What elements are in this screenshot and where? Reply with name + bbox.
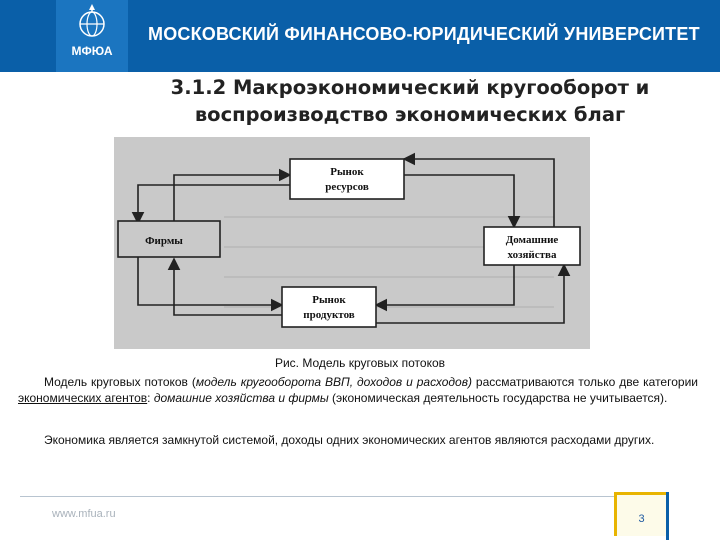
slide-title-line2: воспроизводство экономических благ [194,103,626,126]
product-market-label-1: Рынок [312,294,346,306]
resource-market-box [289,158,405,200]
resource-market-label-2: ресурсов [325,181,369,193]
p2-text: Экономика является замкнутой системой, д… [44,433,655,447]
flow-line [376,263,571,324]
university-logo: МФЮА [56,0,128,72]
footer-accent-bar [666,492,669,540]
footer-url: www.mfua.ru [52,508,116,520]
economic-agents-link: экономических агентов [18,391,148,405]
p1-part3: рассматриваются только две категории [471,375,698,389]
footer-divider [20,496,614,497]
header-bar: МФЮА МОСКОВСКИЙ ФИНАНСОВО-ЮРИДИЧЕСКИЙ УН… [0,0,720,72]
flow-line [402,152,555,229]
diagram-svg: Рынок ресурсов Фирмы Домашние хозяйства … [117,152,581,328]
page-number-box: 3 [614,492,666,536]
flow-line [374,263,515,312]
households-label-2: хозяйства [507,249,557,261]
product-market-label-2: продуктов [303,309,355,321]
p1-part2: модель кругооборота ВВП, доходов и расхо… [195,375,472,389]
households-box [483,226,581,266]
circular-flow-diagram: Рынок ресурсов Фирмы Домашние хозяйства … [114,137,590,349]
p1-part7: (экономическая деятельность государства … [328,391,668,405]
page-number: 3 [638,513,645,525]
flow-line [173,168,292,221]
product-market-box [281,286,377,328]
p1-part1: Модель круговых потоков ( [44,375,196,389]
flow-line [167,257,282,316]
flow-line [137,255,284,312]
flow-line [131,184,290,225]
paragraph-2: Экономика является замкнутой системой, д… [18,432,698,448]
figure-caption: Рис. Модель круговых потоков [274,356,446,370]
globe-icon [79,4,105,37]
p1-part5: : [147,391,154,405]
p1-part6: домашние хозяйства и фирмы [153,391,329,405]
university-name: МОСКОВСКИЙ ФИНАНСОВО-ЮРИДИЧЕСКИЙ УНИВЕРС… [148,24,700,44]
resource-market-label-1: Рынок [330,166,364,178]
paragraph-1: Модель круговых потоков (модель кругообо… [18,374,698,406]
flow-line [404,174,521,229]
logo-text: МФЮА [71,44,113,58]
households-label-1: Домашние [506,234,559,246]
firms-label: Фирмы [145,235,183,247]
firms-box [117,220,221,258]
slide-title: 3.1.2 Макроэкономический кругооборот и в… [170,74,650,128]
slide-title-line1: 3.1.2 Макроэкономический кругооборот и [170,76,650,99]
